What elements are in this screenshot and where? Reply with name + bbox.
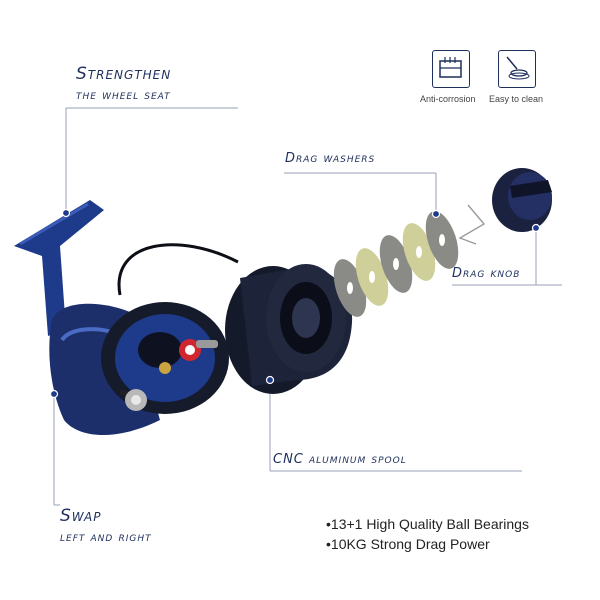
- spool-marker: [265, 375, 275, 385]
- bullet-drag-power: •10KG Strong Drag Power: [326, 536, 490, 552]
- callout-lines: [53, 107, 562, 506]
- handle-knob-cap: [131, 395, 141, 405]
- drag-knob: [492, 168, 552, 233]
- washers-marker: [431, 209, 441, 219]
- drag-washers: [333, 209, 459, 317]
- wheel-seat-title: Strengthen: [76, 64, 172, 84]
- easy-to-clean-icon: [498, 50, 536, 88]
- anti-corrosion-label: Anti-corrosion: [420, 94, 476, 104]
- drag-knob-label: Drag knob: [452, 266, 521, 281]
- wheel-seat-marker: [61, 208, 71, 218]
- easy-to-clean-label: Easy to clean: [489, 94, 544, 104]
- wheel-seat-subtitle: the wheel seat: [76, 88, 171, 103]
- swap-subtitle: left and right: [60, 530, 152, 545]
- bearing: [159, 362, 171, 374]
- spool-label: CNC aluminum spool: [273, 452, 407, 467]
- rotor-hub: [138, 332, 182, 368]
- spring-clip: [458, 204, 486, 245]
- feature-list: •13+1 High Quality Ball Bearings •10KG S…: [326, 514, 529, 554]
- bail-wire: [117, 243, 239, 296]
- swap-title: Swap: [60, 506, 102, 526]
- drag-washers-label: Drag washers: [285, 151, 376, 166]
- swap-marker: [49, 389, 59, 399]
- knob-marker: [531, 223, 541, 233]
- reel-foot-highlight: [19, 202, 89, 246]
- bail-arm: [196, 340, 218, 348]
- line-roller-center: [185, 345, 195, 355]
- spool: [225, 264, 353, 394]
- bullet-ball-bearings: •13+1 High Quality Ball Bearings: [326, 516, 529, 532]
- anti-corrosion-icon: [432, 50, 470, 88]
